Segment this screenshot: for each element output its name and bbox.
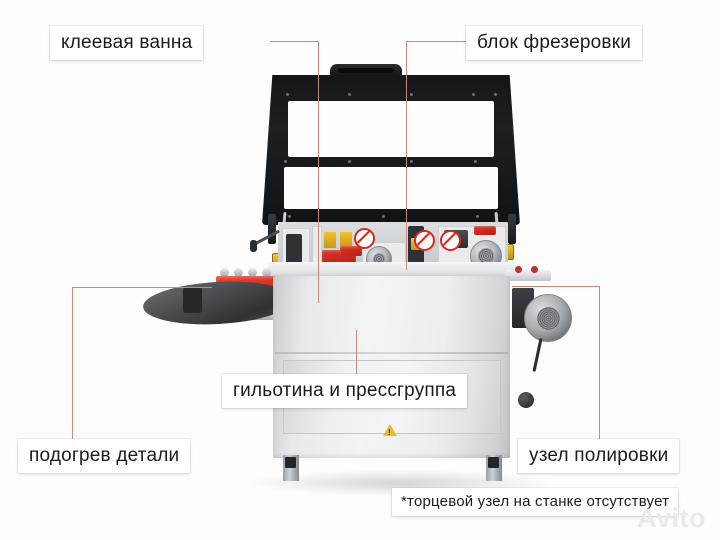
cabinet-leg-right [486,455,502,481]
hood-hinge-left [268,214,276,244]
polishing-motor [524,294,572,342]
avito-watermark: Avito [637,503,706,533]
cabinet-leg-left [283,455,299,481]
callout-label-guillotine[interactable]: гильотина и прессгруппа [222,374,468,408]
footnote-label: *торцевой узел на станке отсутствует [392,488,679,516]
callout-label-milling-unit[interactable]: блок фрезеровки [466,26,643,60]
leader-line-preheat-horizontal [72,287,212,288]
right-shelf [505,266,551,281]
motor-cable [532,338,543,372]
leader-line-preheat-vertical [72,287,73,439]
crank-handle [250,226,281,252]
hood-window-upper [288,101,494,157]
hood-cover [262,75,520,225]
leader-line-polishing-vertical [599,286,600,440]
warning-triangle-icon [383,424,397,437]
spool-hub [183,287,202,313]
callout-label-part-preheat[interactable]: подогрев детали [18,439,191,473]
leader-line-guillotine-vertical [356,330,357,374]
hood-window-lower [284,167,498,209]
leader-line-polishing-horizontal [512,286,600,287]
machine-deck [268,262,516,280]
cabinet-seam [275,352,508,354]
callout-label-glue-bath[interactable]: клеевая ванна [50,26,204,60]
side-knob [518,392,534,408]
feed-rollers [220,268,276,277]
leader-line-milling-horizontal [406,41,466,42]
leader-line-milling-vertical [406,41,407,270]
leader-line-glue-bath-vertical [318,41,319,303]
callout-label-polishing-unit[interactable]: узел полировки [518,439,680,473]
leader-line-glue-bath-horizontal [270,41,318,42]
hood-hinge-right [508,214,516,244]
tape-spool-plate [142,278,294,328]
